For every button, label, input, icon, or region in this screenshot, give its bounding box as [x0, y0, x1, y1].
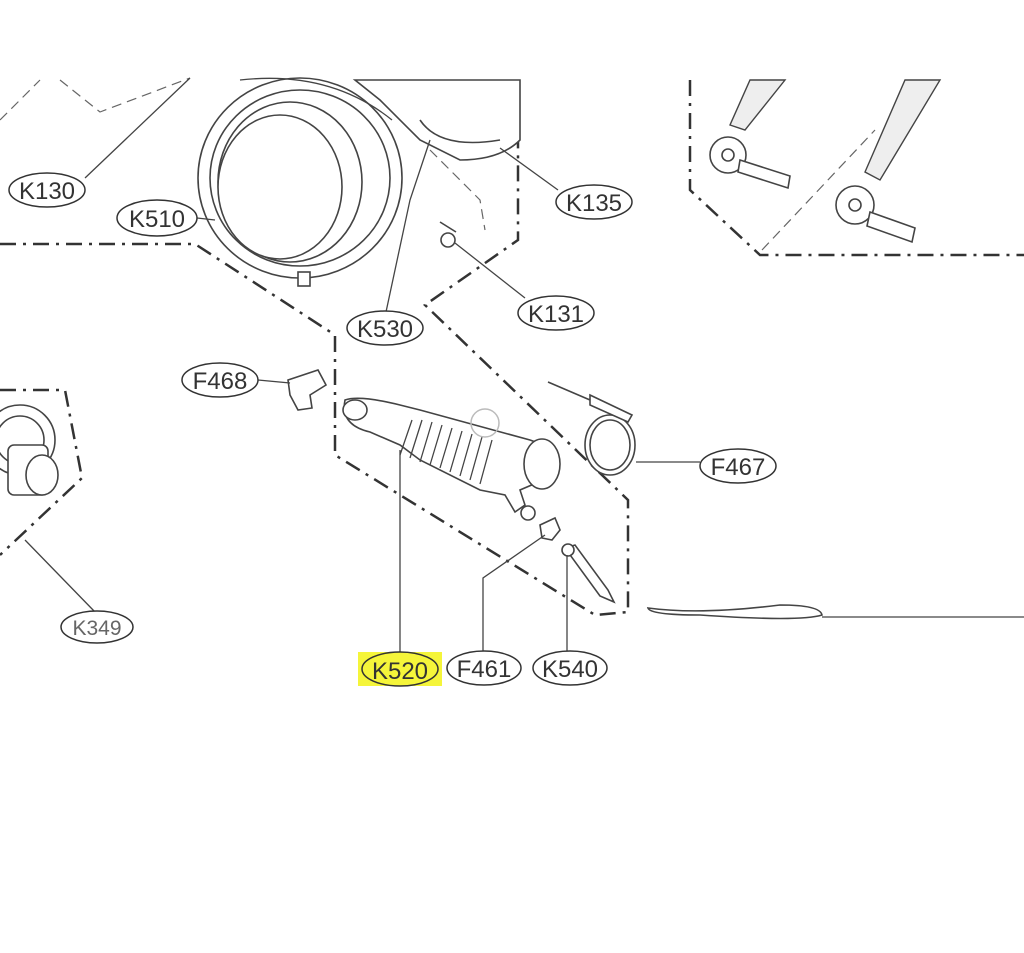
svg-text:K130: K130 [19, 178, 75, 205]
svg-text:K530: K530 [357, 316, 413, 343]
callout-k135[interactable]: K135 [555, 184, 633, 220]
watermark-icon [470, 408, 500, 438]
tub-gasket-part [197, 77, 521, 287]
callout-k540[interactable]: K540 [532, 650, 608, 686]
svg-text:K135: K135 [566, 190, 622, 217]
callout-k130[interactable]: K130 [8, 172, 86, 208]
callout-f461[interactable]: F461 [446, 650, 522, 686]
svg-text:K540: K540 [542, 656, 598, 683]
callout-f467[interactable]: F467 [699, 448, 777, 484]
pump-part [0, 404, 59, 496]
svg-text:K131: K131 [528, 301, 584, 328]
svg-text:K349: K349 [72, 617, 121, 640]
callout-k520-highlighted[interactable]: K520 [358, 651, 442, 687]
callout-k349[interactable]: K349 [60, 610, 134, 644]
callout-k510[interactable]: K510 [116, 199, 198, 237]
svg-text:F468: F468 [193, 368, 248, 395]
svg-text:F461: F461 [457, 656, 512, 683]
callout-f468[interactable]: F468 [181, 362, 259, 398]
hose-clamp-part [547, 381, 636, 476]
wire-part [646, 604, 823, 620]
shock-absorber-parts [709, 79, 942, 244]
assembly-boundaries [0, 77, 1024, 617]
bolt-part [439, 221, 457, 248]
leader-lines [24, 77, 700, 652]
clamp-part [287, 369, 328, 411]
svg-text:K510: K510 [129, 206, 185, 233]
small-parts [539, 516, 616, 604]
svg-text:F467: F467 [711, 454, 766, 481]
svg-text:K520: K520 [372, 658, 428, 685]
callout-k530[interactable]: K530 [346, 310, 424, 346]
drain-hose-part [342, 397, 561, 521]
callout-k131[interactable]: K131 [517, 295, 595, 331]
